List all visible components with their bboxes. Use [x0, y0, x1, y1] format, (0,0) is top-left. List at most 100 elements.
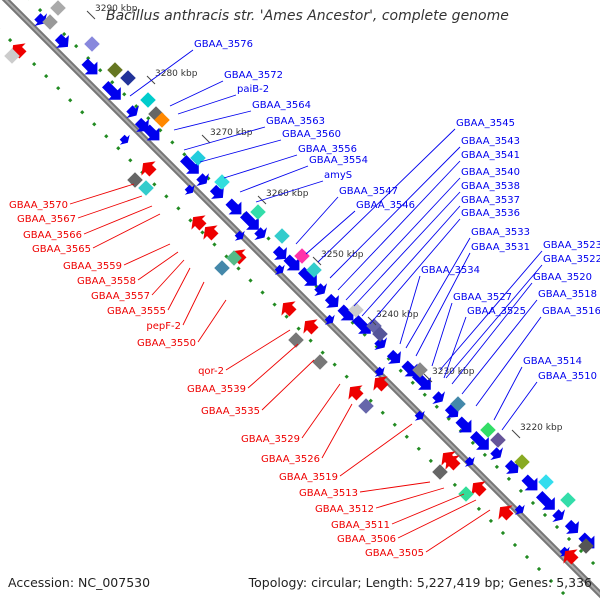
- forward-gene-label[interactable]: GBAA_3560: [199, 129, 341, 163]
- reverse-gene-label[interactable]: GBAA_3557: [91, 259, 185, 302]
- forward-gene-arrow: [401, 360, 418, 377]
- forward-gene-arrow: [143, 124, 160, 141]
- gene-name: GBAA_3523: [543, 240, 600, 251]
- forward-gene-label[interactable]: GBAA_3538: [353, 181, 520, 307]
- kbp-tick: 3260 kbp: [257, 189, 309, 205]
- forward-gene-arrow: [521, 474, 538, 491]
- forward-gene-arrow: [54, 33, 69, 48]
- reverse-gene-arrow: [281, 301, 297, 317]
- reverse-gene-label[interactable]: GBAA_3513: [299, 481, 431, 499]
- forward-gene-label[interactable]: GBAA_3522: [445, 254, 600, 379]
- cog-feature: [138, 180, 154, 196]
- forward-gene-label[interactable]: GBAA_3572: [169, 70, 283, 107]
- forward-gene-label[interactable]: GBAA_3534: [399, 265, 480, 345]
- forward-gene-label[interactable]: GBAA_3547: [295, 186, 398, 245]
- reverse-gene-label[interactable]: GBAA_3511: [331, 493, 465, 531]
- gene-name: GBAA_3513: [299, 488, 358, 499]
- forward-gene-arrow: [464, 456, 475, 467]
- reverse-gene-label[interactable]: GBAA_3566: [23, 205, 153, 241]
- forward-gene-arrow: [324, 293, 339, 308]
- reverse-gene-label[interactable]: GBAA_3512: [315, 487, 445, 515]
- map-title: Bacillus anthracis str. 'Ames Ancestor',…: [106, 8, 509, 24]
- reverse-gene-label[interactable]: GBAA_3550: [137, 299, 227, 349]
- forward-gene-arrow: [274, 264, 285, 275]
- topology-label: Topology: circular; Length: 5,227,419 bp…: [248, 575, 592, 590]
- reverse-gene-label[interactable]: GBAA_3570: [9, 183, 135, 211]
- forward-gene-label[interactable]: GBAA_3554: [239, 155, 368, 193]
- forward-gene-label[interactable]: GBAA_3564: [173, 100, 311, 131]
- forward-gene-label[interactable]: paiB-2: [177, 84, 269, 115]
- kbp-tick: 3230 kbp: [423, 367, 475, 383]
- forward-gene-label[interactable]: GBAA_3546: [305, 200, 415, 255]
- reverse-gene-label[interactable]: GBAA_3565: [32, 213, 161, 255]
- kbp-tick: 3250 kbp: [312, 250, 364, 266]
- reverse-gene-label[interactable]: GBAA_3539: [187, 343, 299, 395]
- reverse-gene-label[interactable]: GBAA_3535: [201, 359, 315, 417]
- kbp-tick-label: 3280 kbp: [155, 69, 198, 79]
- forward-gene-arrow: [209, 184, 224, 199]
- gene-name: GBAA_3539: [187, 384, 246, 395]
- reverse-gene-label[interactable]: GBAA_3555: [107, 267, 191, 317]
- reverse-gene-arrow: [498, 505, 514, 521]
- reverse-gene-label[interactable]: GBAA_3526: [261, 403, 353, 465]
- forward-gene-label[interactable]: GBAA_3525: [443, 306, 526, 379]
- forward-gene-label[interactable]: GBAA_3536: [369, 208, 520, 325]
- reverse-gene-label[interactable]: GBAA_3567: [17, 195, 143, 225]
- forward-gene-arrow: [337, 304, 354, 321]
- forward-gene-arrow: [324, 314, 335, 325]
- cog-feature: [50, 0, 66, 16]
- reverse-gene-label[interactable]: GBAA_3519: [279, 423, 413, 483]
- forward-gene-arrow: [272, 245, 287, 260]
- reverse-gene-label[interactable]: GBAA_3529: [241, 383, 341, 445]
- gene-name: GBAA_3529: [241, 434, 300, 445]
- reverse-gene-label[interactable]: GBAA_3558: [77, 251, 179, 287]
- forward-gene-arrow: [386, 349, 401, 364]
- reverse-gene-label[interactable]: GBAA_3559: [63, 243, 171, 272]
- gene-name: GBAA_3520: [533, 272, 592, 283]
- forward-gene-label[interactable]: GBAA_3518: [461, 289, 597, 395]
- reverse-gene-label[interactable]: qor-2: [198, 329, 291, 377]
- forward-gene-label[interactable]: GBAA_3556: [223, 144, 357, 179]
- gene-name: qor-2: [198, 366, 224, 377]
- forward-gene-label[interactable]: GBAA_3533: [405, 227, 530, 349]
- gene-name: GBAA_3563: [266, 116, 325, 127]
- forward-gene-label[interactable]: GBAA_3540: [345, 167, 520, 301]
- forward-gene-arrow: [283, 254, 300, 271]
- forward-gene-label[interactable]: GBAA_3516: [475, 306, 600, 407]
- gene-name: GBAA_3550: [137, 338, 196, 349]
- forward-gene-label[interactable]: GBAA_3537: [361, 195, 520, 317]
- forward-gene-label[interactable]: GBAA_3531: [415, 242, 530, 357]
- cog-feature: [127, 172, 143, 188]
- reverse-gene-label[interactable]: pepF-2: [146, 281, 205, 332]
- reverse-gene-label[interactable]: GBAA_3506: [337, 499, 477, 545]
- forward-gene-label[interactable]: GBAA_3563: [183, 116, 325, 151]
- kbp-tick-label: 3230 kbp: [432, 367, 475, 377]
- forward-gene-arrow: [432, 391, 445, 404]
- forward-gene-arrow: [470, 431, 489, 450]
- forward-gene-label[interactable]: GBAA_3543: [329, 136, 520, 279]
- reverse-gene-label[interactable]: GBAA_3505: [365, 509, 491, 559]
- forward-gene-label[interactable]: GBAA_3514: [493, 356, 582, 421]
- gene-name: GBAA_3547: [339, 186, 398, 197]
- forward-gene-arrow: [126, 105, 139, 118]
- forward-gene-label[interactable]: GBAA_3576: [129, 39, 253, 97]
- forward-gene-label[interactable]: GBAA_3520: [451, 272, 592, 385]
- gene-name: GBAA_3506: [337, 534, 396, 545]
- gene-name: GBAA_3526: [261, 454, 320, 465]
- forward-gene-label[interactable]: GBAA_3527: [431, 292, 512, 367]
- forward-gene-arrow: [240, 211, 259, 230]
- forward-gene-label[interactable]: GBAA_3510: [501, 371, 597, 431]
- gene-name: GBAA_3545: [456, 118, 515, 129]
- forward-gene-label[interactable]: GBAA_3545: [317, 118, 515, 263]
- forward-gene-label[interactable]: GBAA_3523: [439, 240, 600, 371]
- gene-name: GBAA_3537: [461, 195, 520, 206]
- kbp-tick-label: 3270 kbp: [210, 128, 253, 138]
- gene-name: GBAA_3570: [9, 200, 68, 211]
- reverse-gene-arrow: [563, 549, 579, 565]
- gene-name: GBAA_3541: [461, 150, 520, 161]
- forward-gene-label[interactable]: GBAA_3541: [337, 150, 520, 291]
- forward-gene-label[interactable]: amyS: [255, 170, 352, 203]
- forward-gene-arrow: [490, 447, 503, 460]
- cog-feature: [120, 70, 136, 86]
- forward-gene-arrow: [412, 371, 431, 390]
